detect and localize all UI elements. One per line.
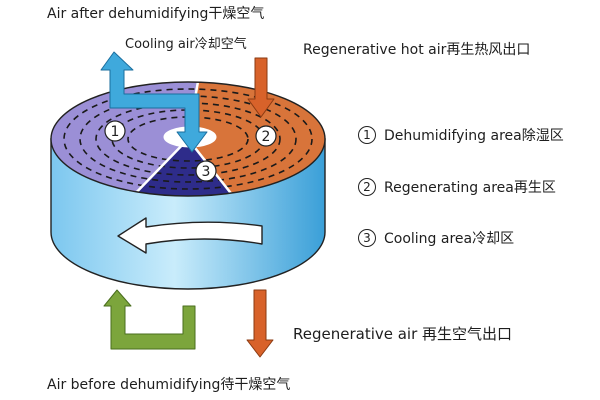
legend-label-3: Cooling area冷却区 (384, 231, 515, 247)
legend-marker-1: 1 (358, 126, 376, 144)
regen-hot-air-arrow (247, 57, 275, 118)
legend-item-zone-2: 2 Regenerating area再生区 (358, 177, 556, 197)
legend-marker-3: 3 (358, 229, 376, 247)
legend-item-zone-3: 3 Cooling area冷却区 (358, 228, 514, 248)
wheel-top-rim (50, 81, 326, 197)
intake-air-label: Air before dehumidifying待干燥空气 (47, 377, 291, 393)
legend-marker-2: 2 (358, 178, 376, 196)
regen-air-out-label: Regenerative air 再生空气出口 (293, 325, 513, 343)
svg-text:1: 1 (111, 124, 120, 140)
legend-item-zone-1: 1 Dehumidifying area除湿区 (358, 125, 564, 145)
zone-3-sector (100, 139, 260, 196)
dehumidified-air-label: Air after dehumidifying干燥空气 (47, 6, 265, 22)
zone-2-sector (188, 82, 325, 196)
legend-label-2: Regenerating area再生区 (384, 180, 556, 196)
zone-1-marker: 1 (104, 120, 126, 142)
zone-3-marker: 3 (195, 160, 217, 182)
zone-2-marker: 2 (255, 125, 277, 147)
blue-flow-arrow (100, 51, 208, 153)
svg-text:2: 2 (262, 129, 271, 145)
cooling-air-label: Cooling air冷却空气 (125, 37, 247, 52)
regen-hot-air-label: Regenerative hot air再生热风出口 (303, 42, 531, 58)
legend-label-1: Dehumidifying area除湿区 (384, 128, 564, 144)
svg-text:3: 3 (202, 164, 211, 180)
intake-air-arrow (103, 289, 196, 350)
rotation-arrow (117, 217, 263, 254)
regen-air-out-arrow (246, 289, 274, 358)
